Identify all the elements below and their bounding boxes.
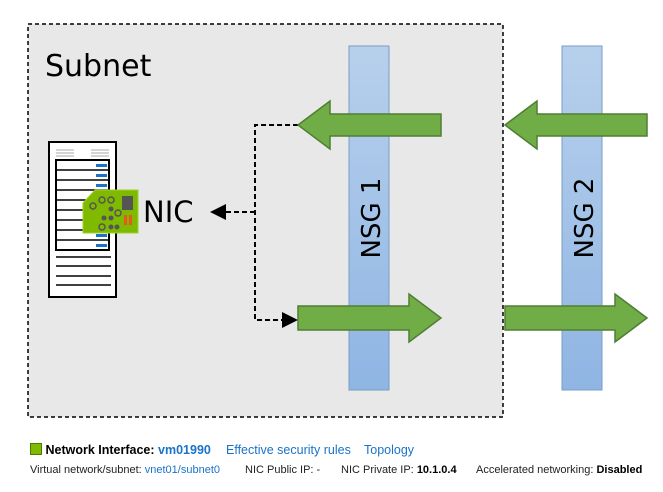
interface-name-link[interactable]: vm01990: [158, 443, 211, 457]
inbound-arrow-nsg2: [503, 99, 648, 151]
effective-security-rules-link[interactable]: Effective security rules: [226, 443, 351, 457]
dashed-connector: [210, 124, 298, 328]
inbound-arrow-nsg1: [296, 99, 442, 151]
vnet-subnet-link[interactable]: vnet01/subnet0: [144, 464, 220, 476]
outbound-arrow-nsg1: [297, 292, 443, 344]
topology-link[interactable]: Topology: [364, 443, 415, 457]
nic-details: Virtual network/subnet: vnet01/subnet0 N…: [0, 464, 663, 480]
nsg2-bar: [561, 45, 603, 391]
private-ip-label: NIC Private IP:: [341, 464, 414, 476]
nsg1-bar: [348, 45, 390, 391]
network-diagram: Subnet NIC NSG 1 NSG 2: [27, 23, 649, 418]
vnet-label: Virtual network/subnet:: [30, 464, 142, 476]
outbound-arrow-nsg2: [504, 292, 649, 344]
title-prefix: Network Interface:: [45, 443, 155, 457]
accelerated-networking-label: Accelerated networking:: [476, 464, 594, 476]
nic-card-icon: [82, 189, 139, 234]
public-ip-label: NIC Public IP:: [245, 464, 314, 476]
subnet-label: Subnet: [45, 49, 152, 84]
nic-header: Network Interface: vm01990 Effective sec…: [0, 443, 663, 459]
public-ip-value: -: [316, 464, 321, 476]
network-interface-icon: [30, 443, 42, 455]
accelerated-networking-value: Disabled: [596, 464, 643, 476]
private-ip-value: 10.1.0.4: [416, 464, 457, 476]
nsg2-label: NSG 2: [570, 178, 600, 259]
nsg1-label: NSG 1: [357, 178, 387, 259]
nic-label: NIC: [143, 195, 194, 229]
